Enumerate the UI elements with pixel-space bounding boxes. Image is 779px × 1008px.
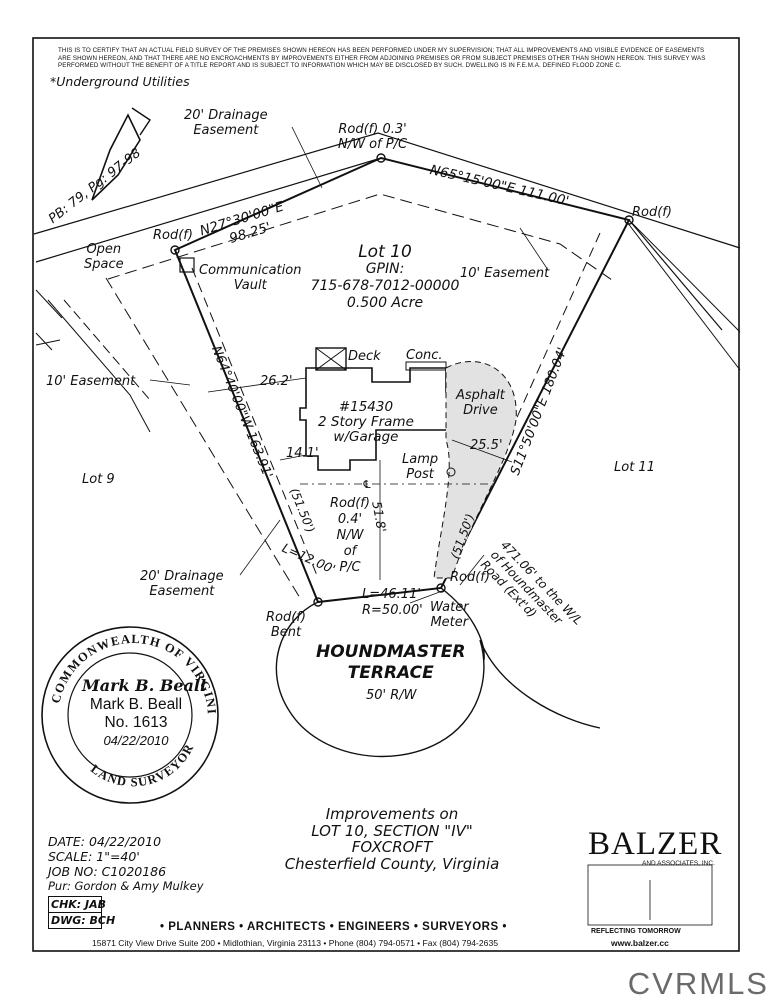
company-tagline: REFLECTING TOMORROW bbox=[591, 928, 681, 935]
north-arrow bbox=[91, 113, 141, 201]
dim-26-2: 26.2' bbox=[260, 374, 293, 389]
watermark-logo: CVRMLS bbox=[627, 966, 769, 1001]
asphalt-drive bbox=[433, 361, 517, 579]
deck-label: Deck bbox=[348, 349, 381, 364]
easement-10-right: 10' Easement bbox=[460, 266, 550, 281]
address-line: 15871 City View Drive Suite 200 • Midlot… bbox=[92, 938, 499, 948]
rod-south-east-label: Rod(f) bbox=[450, 570, 490, 585]
seal-details: Mark B. Beall No. 1613 04/22/2010 bbox=[89, 696, 183, 748]
title-block: Improvements on LOT 10, SECTION "IV" FOX… bbox=[284, 805, 500, 873]
lot-10-info: Lot 10 GPIN: 715-678-7012-00000 0.500 Ac… bbox=[310, 242, 460, 312]
services-line: • PLANNERS • ARCHITECTS • ENGINEERS • SU… bbox=[160, 921, 507, 933]
road-upper-edge bbox=[33, 132, 741, 249]
easement-10-left: 10' Easement bbox=[46, 374, 136, 389]
lot-boundary bbox=[173, 156, 631, 604]
house-footprint bbox=[299, 367, 453, 471]
lot-9-label: Lot 9 bbox=[82, 472, 115, 487]
centerline-symbol: ℄ bbox=[362, 478, 372, 491]
curve-data: L=46.11'R=50.00' bbox=[362, 587, 423, 618]
certification-text: THIS IS TO CERTIFY THAT AN ACTUAL FIELD … bbox=[58, 47, 706, 70]
rod-west-label: Rod(f) bbox=[153, 228, 193, 243]
company-sub: AND ASSOCIATES, INC. bbox=[642, 860, 715, 867]
right-of-way-label: 50' R/W bbox=[366, 688, 417, 703]
seal-signature: Mark B. Beall bbox=[82, 676, 207, 695]
company-logo: BALZER bbox=[588, 826, 723, 862]
cul-de-sac bbox=[275, 601, 601, 758]
concrete-label: Conc. bbox=[406, 348, 443, 363]
rod-top-label: Rod(f) 0.3'N/W of P/C bbox=[338, 122, 408, 152]
rod-bent-label: Rod(f)Bent bbox=[266, 610, 306, 640]
underground-note: *Underground Utilities bbox=[50, 74, 190, 89]
lot-11-label: Lot 11 bbox=[614, 460, 655, 475]
company-url: www.balzer.cc bbox=[611, 938, 669, 948]
lamp-post bbox=[446, 467, 456, 477]
dim-25-5: 25.5' bbox=[470, 438, 503, 453]
info-block: DATE: 04/22/2010 SCALE: 1"=40' JOB NO: C… bbox=[48, 834, 204, 929]
rod-north-east-label: Rod(f) bbox=[632, 205, 672, 220]
communication-vault bbox=[179, 257, 195, 273]
sheet-border bbox=[32, 37, 740, 952]
surveyor-seal bbox=[41, 626, 219, 804]
dim-14-1: 14.1' bbox=[286, 446, 319, 461]
deck bbox=[315, 347, 347, 371]
balzer-logo-frame bbox=[587, 864, 713, 926]
seal-text: COMMONWEALTH OF VIRGINIA LAND SURVEYOR M… bbox=[25, 621, 230, 802]
